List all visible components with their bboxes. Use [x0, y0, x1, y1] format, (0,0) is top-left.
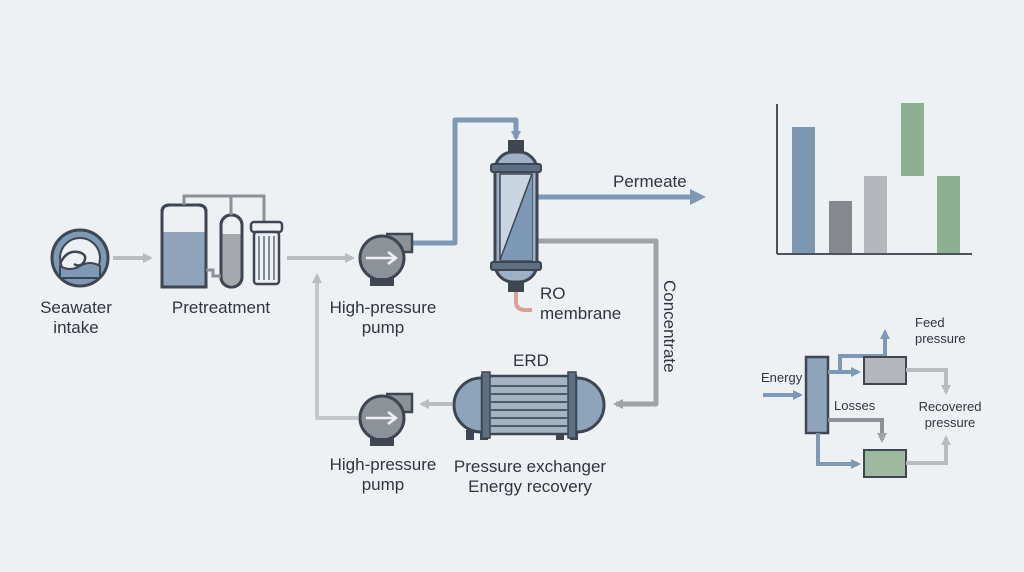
tank-icon [160, 203, 208, 289]
hp-pump-top-label-line2: pump [361, 318, 405, 338]
energy-flow-diagram [763, 329, 951, 478]
hp-pump-bottom-label: High-pressure pump [330, 455, 437, 496]
membrane-vessel-icon [490, 140, 542, 292]
wave-icon [50, 228, 110, 288]
energy-source-block [804, 355, 830, 435]
chart-bar-3 [864, 176, 887, 253]
hp-pump-top-label-line1: High-pressure [329, 298, 437, 317]
return-pipe [312, 273, 358, 420]
ro-membrane-label: RO membrane [540, 284, 621, 325]
hp-pump-bottom-label-line1: High-pressure [329, 455, 437, 474]
chart-bar-4 [901, 103, 924, 176]
pretreatment-piping [182, 194, 266, 278]
feed-pressure-label-line1: Feed [915, 315, 945, 330]
pump-icon-bottom [358, 392, 414, 446]
seawater-intake-label-line1: Seawater [40, 298, 112, 317]
ro-membrane-label-line1: RO [540, 284, 566, 303]
chart-bar-5 [937, 176, 960, 253]
bar-chart-icon [776, 103, 972, 255]
feed-pressure-label-line2: pressure [915, 330, 966, 346]
permeate-label: Permeate [613, 172, 687, 191]
pump-icon [358, 232, 414, 286]
hp-pump-bottom-label-line2: pump [361, 475, 405, 495]
seawater-intake-label-line2: intake [53, 318, 99, 338]
pretreatment-label: Pretreatment [171, 298, 271, 317]
ro-membrane-label-line2: membrane [540, 304, 622, 324]
energy-label: Energy [761, 370, 803, 385]
chart-bar-2 [829, 201, 852, 253]
erd-description-line2: Energy recovery [468, 477, 592, 497]
recovered-pressure-label-line2: pressure [924, 414, 976, 430]
feed-pressure-block [863, 356, 907, 385]
feed-pipe [412, 117, 521, 246]
chart-bar-1 [792, 127, 815, 253]
concentrate-pipe [538, 238, 659, 409]
cartridge-filter-icon [249, 220, 284, 286]
recovered-pressure-label-line1: Recovered [918, 399, 982, 414]
filter-column-icon [219, 213, 244, 289]
losses-label: Losses [834, 398, 876, 413]
recovered-pressure-label: Recovered pressure [919, 399, 982, 430]
heat-exchanger-icon [452, 371, 606, 440]
concentrate-label: Concentrate [660, 280, 679, 373]
seawater-intake-label: Seawater intake [40, 298, 112, 339]
erd-label: ERD [513, 351, 549, 370]
erd-description-line1: Pressure exchanger [453, 457, 607, 476]
erd-description-label: Pressure exchanger Energy recovery [454, 457, 606, 498]
feed-pressure-label: Feed pressure [915, 315, 966, 346]
recovered-pressure-block [863, 449, 907, 478]
membrane-drip [514, 292, 532, 312]
hp-pump-top-label: High-pressure pump [330, 298, 437, 339]
